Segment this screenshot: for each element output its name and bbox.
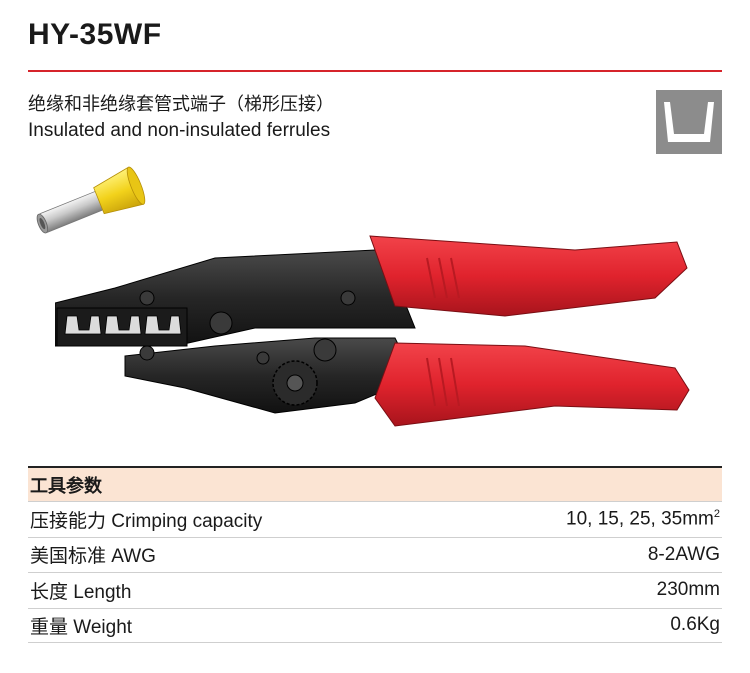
ferrule-icon — [20, 160, 160, 240]
spec-value: 230mm — [656, 579, 720, 601]
spec-label: 重量 Weight — [30, 616, 133, 638]
product-model-title: HY-35WF — [28, 18, 162, 51]
specs-header: 工具参数 — [28, 466, 722, 501]
specs-table: 工具参数 压接能力 Crimping capacity 10, 15, 25, … — [28, 466, 722, 643]
crimping-plier-illustration — [54, 228, 695, 433]
spec-row-capacity: 压接能力 Crimping capacity 10, 15, 25, 35mm2 — [28, 501, 722, 537]
spec-label: 长度 Length — [30, 581, 132, 603]
spec-value: 10, 15, 25, 35mm2 — [566, 508, 720, 530]
spec-label: 美国标准 AWG — [30, 546, 156, 568]
spec-label: 压接能力 Crimping capacity — [30, 510, 263, 532]
spec-value: 0.6Kg — [670, 614, 720, 636]
spec-row-awg: 美国标准 AWG 8-2AWG — [28, 536, 722, 573]
spec-value: 8-2AWG — [647, 543, 720, 565]
trapezoid-crimp-profile-icon — [656, 90, 722, 154]
product-name-en: Insulated and non-insulated ferrules — [28, 120, 331, 141]
spec-row-weight: 重量 Weight 0.6Kg — [28, 607, 722, 643]
spec-row-length: 长度 Length 230mm — [28, 572, 722, 608]
title-divider — [28, 70, 722, 72]
specs-header-label: 工具参数 — [30, 475, 102, 497]
product-name-cn: 绝缘和非绝缘套管式端子（梯形压接） — [28, 94, 334, 115]
